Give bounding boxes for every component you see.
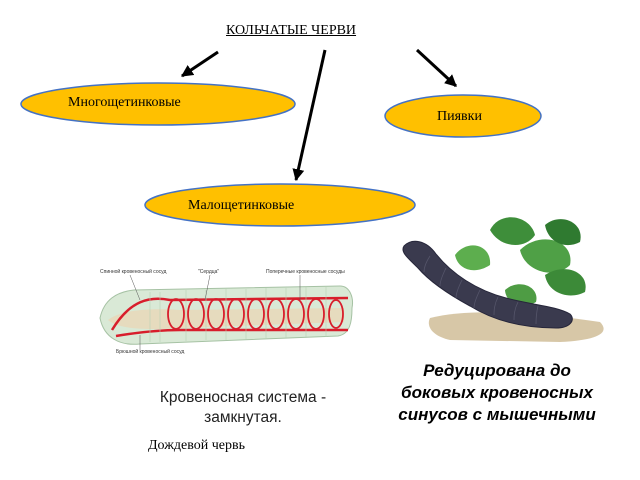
label-ring-vessels: Поперечные кровеносные сосуды [266, 269, 345, 275]
label-oligochaetes: Малощетинковые [188, 198, 295, 213]
arrow-to-leeches [415, 48, 458, 88]
leech-illustration [402, 217, 604, 342]
leech-rings [423, 255, 539, 325]
arrow-to-polychaetes [181, 50, 219, 78]
diagram-title: КОЛЬЧАТЫЕ ЧЕРВИ [226, 23, 357, 38]
oval-oligochaetes [144, 183, 416, 227]
label-ventral-vessel: Брюшной кровеносный сосуд [116, 349, 185, 355]
earthworm-illustration [99, 274, 353, 350]
oval-polychaetes [20, 82, 296, 126]
label-polychaetes: Многощетинковые [68, 95, 181, 110]
label-hearts: "Сердца" [198, 269, 220, 275]
ventral-vessel [115, 328, 348, 338]
leech-body [402, 240, 573, 329]
dorsal-vessel [110, 296, 349, 331]
label-leaders [129, 274, 301, 350]
earthworm-caption: Дождевой червь [148, 438, 245, 453]
leech-caption: Редуцирована до боковых кровеносных сину… [398, 361, 596, 424]
segment-lines [149, 287, 327, 342]
label-leeches: Пиявки [437, 109, 482, 124]
leaves [455, 217, 586, 306]
label-dorsal-vessel: Спинной кровеносный сосуд [100, 269, 167, 275]
oval-leeches [384, 94, 542, 138]
ring-vessels [167, 298, 344, 330]
circulation-caption: Кровеносная система - замкнутая. [159, 389, 327, 426]
arrow-to-oligochaetes [292, 49, 327, 182]
